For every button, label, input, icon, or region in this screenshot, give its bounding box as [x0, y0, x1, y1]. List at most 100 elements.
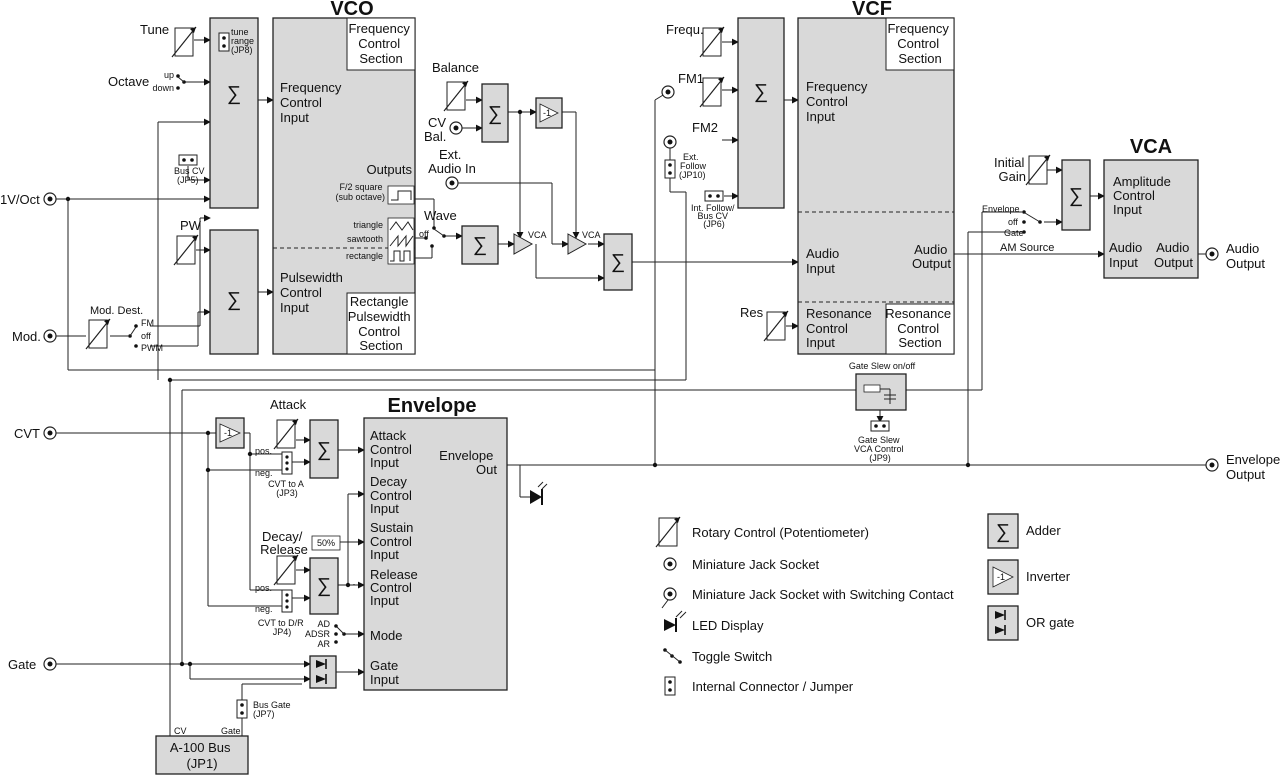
am-gate-label: Gate — [1004, 228, 1024, 238]
env-gate-input-label: Gate Input — [370, 658, 402, 687]
legend-pot-icon — [655, 516, 681, 548]
legend-or-gate-label: OR gate — [1026, 615, 1074, 630]
tune-range-jumper[interactable] — [218, 32, 230, 52]
legend-led-icon — [664, 610, 687, 632]
octave-label: Octave — [108, 74, 149, 89]
balance-label: Balance — [432, 60, 479, 75]
vca-gain-adder-sigma: ∑ — [1069, 185, 1083, 207]
bus-gate-jumper[interactable] — [236, 699, 248, 719]
vco-rectangle-label: rectangle — [346, 251, 383, 261]
legend-or-gate-icon — [987, 605, 1019, 641]
res-label: Res — [740, 305, 764, 320]
a100-bus-label: A-100 Bus (JP1) — [170, 740, 234, 771]
cvt-to-dr-jumper[interactable] — [281, 589, 293, 613]
octave-down-label: down — [152, 83, 174, 93]
envelope-output-jack[interactable] — [1205, 458, 1219, 472]
vca-gain-adder — [1061, 159, 1091, 231]
dr-neg-label: neg. — [255, 604, 273, 614]
vco-outputs-label: Outputs — [366, 162, 412, 177]
legend: Rotary Control (Potentiometer) Miniature… — [655, 513, 1074, 696]
mod-attenuator-knob[interactable] — [85, 318, 111, 350]
audio-output-jack[interactable] — [1205, 247, 1219, 261]
octave-up-label: up — [164, 70, 174, 80]
vco-sawtooth-label: sawtooth — [347, 234, 383, 244]
legend-adder-label: Adder — [1026, 523, 1061, 538]
attack-neg-label: neg. — [255, 468, 273, 478]
vcf-fm1-knob[interactable] — [699, 76, 725, 108]
legend-jumper-icon — [664, 676, 676, 696]
tune-range-label: tune range (JP8) — [231, 27, 257, 55]
octave-toggle-switch[interactable] — [176, 74, 186, 90]
legend-adder-icon — [987, 513, 1019, 549]
legend-switched-jack-icon — [663, 587, 677, 601]
attack-adder-sigma: ∑ — [317, 439, 331, 461]
mode-ar-label: AR — [317, 639, 330, 649]
initial-gain-label: Initial Gain — [994, 155, 1028, 184]
mode-toggle-switch[interactable] — [334, 624, 346, 644]
v-oct-jack[interactable] — [43, 192, 57, 206]
am-envelope-label: Envelope — [982, 204, 1020, 214]
legend-jack-label: Miniature Jack Socket — [692, 557, 820, 572]
int-follow-jumper[interactable] — [704, 190, 724, 202]
vcf-freq-section-label: Frequency Control Section — [887, 21, 952, 66]
cvt-to-dr-label: CVT to D/R JP4) — [258, 618, 306, 637]
vco-pw-section-label: Rectangle Pulsewidth Control Section — [348, 294, 415, 353]
am-off-label: off — [1008, 217, 1018, 227]
wave-label: Wave — [424, 208, 457, 223]
wave-off-label: off — [419, 229, 429, 239]
fm2-jack[interactable] — [663, 135, 677, 149]
decay-release-adder-sigma: ∑ — [317, 575, 331, 597]
vcf-title: VCF — [852, 0, 892, 20]
vcf-audio-output-label: Audio Output — [912, 242, 951, 271]
cvt-jack[interactable] — [43, 426, 57, 440]
cv-bal-label: CV Bal. — [424, 115, 450, 144]
gate-slew-jumper[interactable] — [870, 420, 890, 432]
wires — [56, 36, 1206, 736]
envelope-title: Envelope — [388, 395, 477, 417]
vcf-res-section-label: Resonance Control Section — [885, 306, 954, 350]
vco-freq-input-label: Frequency Control Input — [280, 80, 345, 125]
mixer-adder — [603, 233, 633, 291]
gate-or-block — [309, 655, 337, 689]
cvt-to-a-jumper[interactable] — [281, 451, 293, 475]
gate-jack[interactable] — [43, 657, 57, 671]
bus-cv-jumper[interactable] — [178, 154, 198, 166]
legend-toggle-label: Toggle Switch — [692, 649, 772, 664]
mod-dest-toggle-switch[interactable] — [128, 324, 138, 348]
fm1-switched-jack[interactable] — [661, 85, 675, 99]
balance-adder-sigma: ∑ — [488, 103, 502, 125]
vca-block — [1103, 159, 1199, 279]
mod-jack[interactable] — [43, 329, 57, 343]
rectangle-wave-icon — [390, 250, 411, 262]
cvt-to-a-label: CVT to A (JP3) — [268, 479, 306, 498]
bus-cv-label: Bus CV (JP5) — [174, 166, 207, 185]
ext-follow-label: Ext. Follow (JP10) — [679, 152, 709, 180]
vca-title: VCA — [1130, 136, 1172, 158]
pw-knob[interactable] — [173, 234, 199, 266]
env-release-input-label: Release Control Input — [370, 567, 421, 608]
attack-knob[interactable] — [273, 418, 299, 450]
square-wave-shape — [391, 190, 412, 201]
legend-inverter-label: Inverter — [1026, 569, 1071, 584]
ext-audio-in-jack[interactable] — [445, 176, 459, 190]
ext-follow-jumper[interactable] — [664, 159, 676, 179]
balance-knob[interactable] — [443, 80, 469, 112]
legend-adder-sigma: ∑ — [996, 521, 1010, 543]
gate-slew-label: Gate Slew on/off — [849, 361, 916, 371]
bus-cv-pin-label: CV — [174, 726, 187, 736]
wave-toggle-switch[interactable] — [424, 226, 446, 248]
envelope-led-icon — [530, 481, 548, 505]
decay-release-knob[interactable] — [273, 554, 299, 586]
decay-release-label: Decay/ Release — [260, 529, 308, 557]
legend-jumper-label: Internal Connector / Jumper — [692, 679, 854, 694]
vcf-frequ-knob[interactable] — [699, 26, 725, 58]
am-source-toggle-switch[interactable] — [1022, 210, 1042, 234]
cv-bal-jack[interactable] — [449, 121, 463, 135]
initial-gain-knob[interactable] — [1025, 154, 1051, 186]
tune-knob[interactable] — [171, 26, 197, 58]
vcf-res-section — [885, 303, 955, 355]
attack-adder — [309, 419, 339, 479]
env-out-label: Envelope Out — [439, 448, 497, 477]
resonance-knob[interactable] — [763, 310, 789, 342]
